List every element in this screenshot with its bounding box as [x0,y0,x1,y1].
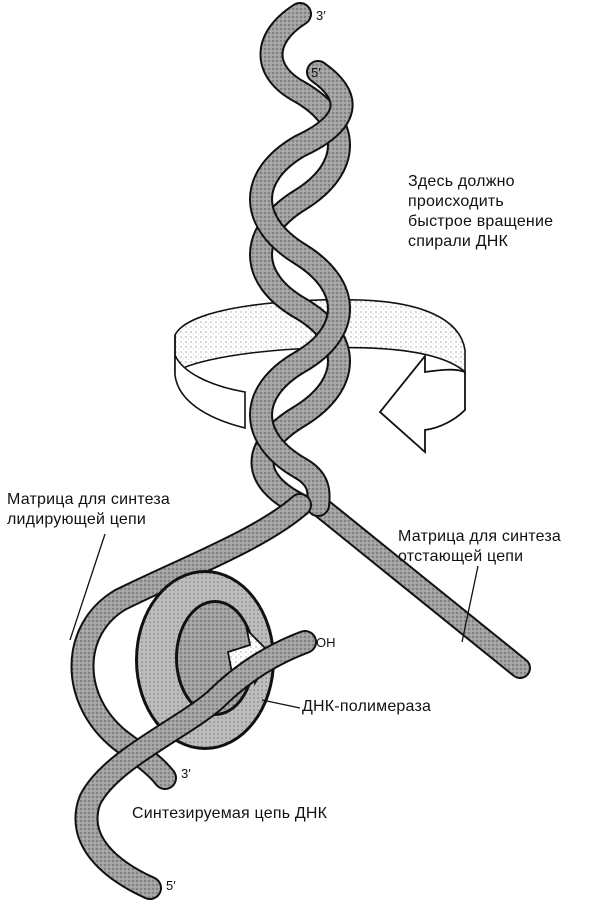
rotation-arrowhead [380,356,465,452]
rotation-label-line: происходить [408,192,553,212]
lagging-template-label-line: отстающей цепи [398,547,561,567]
end-label-top-5prime: 5′ [311,66,321,80]
leading-template-label-line: Матрица для синтеза [7,490,170,510]
end-label-bottom-3prime: 3′ [181,767,191,781]
end-label-bottom-5prime: 5′ [166,879,176,893]
leader-polymerase [262,700,300,708]
end-label-top-3prime: 3′ [316,9,326,23]
polymerase-label: ДНК-полимераза [302,697,431,717]
new-strand-label: Синтезируемая цепь ДНК [132,804,327,824]
end-label-oh: OH [316,636,336,650]
leading-template-label: Матрица для синтеза лидирующей цепи [7,490,170,530]
lagging-template-label-line: Матрица для синтеза [398,527,561,547]
rotation-label-line: быстрое вращение [408,212,553,232]
rotation-label-line: Здесь должно [408,172,553,192]
lagging-template-label: Матрица для синтеза отстающей цепи [398,527,561,567]
rotation-label: Здесь должно происходить быстрое вращени… [408,172,553,252]
rotation-label-line: спирали ДНК [408,232,553,252]
dna-double-helix [261,14,342,505]
leading-template-label-line: лидирующей цепи [7,510,170,530]
